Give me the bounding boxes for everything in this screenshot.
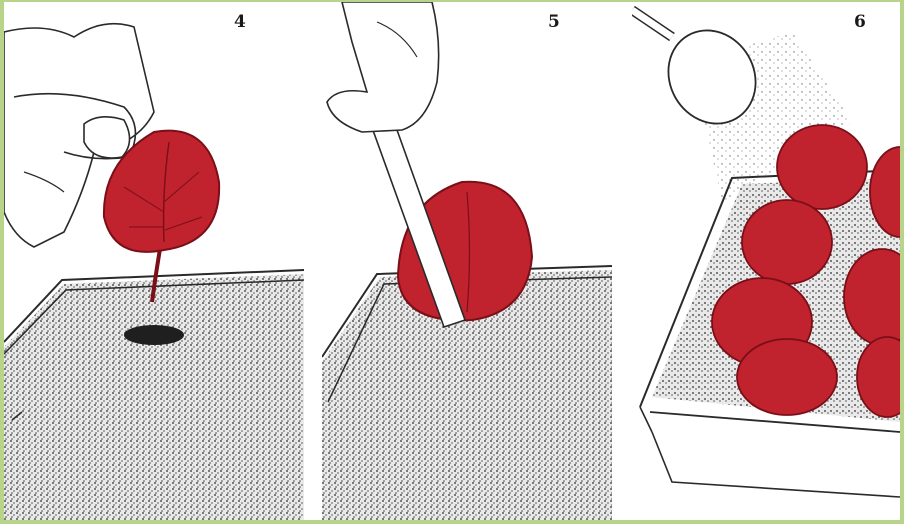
step-4-number: 4 (234, 12, 246, 32)
hand (327, 2, 439, 132)
soil-tray (4, 274, 304, 520)
step-6-number: 6 (854, 12, 866, 32)
step-6-panel: 6 (632, 2, 900, 520)
planting-hole (124, 325, 184, 345)
step-4-panel: 4 (4, 2, 304, 520)
step-5-panel: 5 (322, 2, 612, 520)
step-6-illustration (632, 2, 900, 520)
step-4-illustration (4, 2, 304, 520)
step-5-number: 5 (548, 12, 560, 32)
illustration-frame: 4 5 (4, 2, 900, 520)
step-5-illustration (322, 2, 612, 520)
